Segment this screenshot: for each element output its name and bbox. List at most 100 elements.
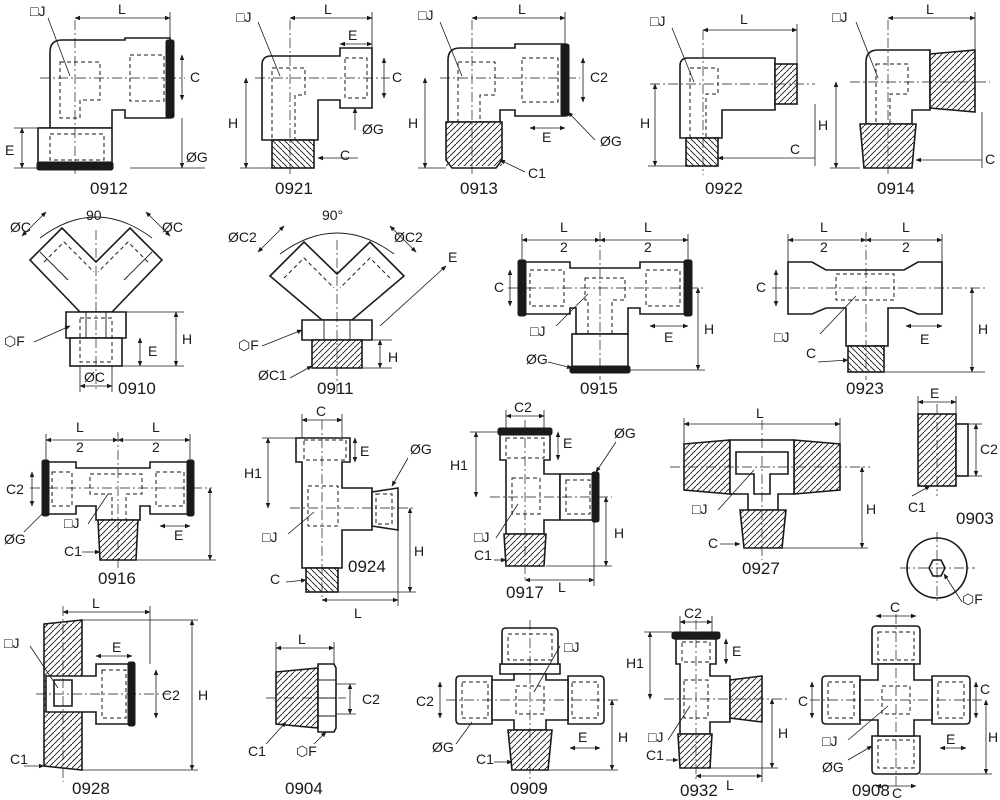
label-C2-0904: C2	[362, 691, 380, 707]
fitting-0904: L C2 C1 ⬡F 0904	[248, 631, 380, 798]
label-G-0916: ØG	[4, 531, 26, 547]
label-J-0916: □J	[64, 515, 79, 531]
fitting-0909: □J C2 E H ØG C1 0909	[416, 620, 628, 798]
label-L-0914: L	[926, 1, 934, 17]
fitting-0903: E C2 C1 0903 ⬡F	[900, 385, 998, 607]
fitting-0914: □J L H C 0914	[818, 1, 995, 198]
label-C2-0917: C2	[514, 399, 532, 415]
label-H-0909: H	[618, 729, 628, 745]
label-L-0915b: L	[644, 219, 652, 235]
label-L-0912: L	[118, 1, 126, 17]
label-F-0910: ⬡F	[4, 333, 25, 349]
fitting-0928: □J L E C2 H C1 0928	[4, 595, 208, 798]
label-E-0910: E	[148, 343, 157, 359]
label-C2-0909: C2	[416, 693, 434, 709]
label-C2-0928: C2	[162, 687, 180, 703]
label-C-0924b: C	[270, 571, 280, 587]
part-code-0910: 0910	[118, 379, 156, 398]
label-H1-0917: H1	[450, 457, 468, 473]
label-E-0913: E	[542, 129, 551, 145]
label-C1-0916: C1	[64, 543, 82, 559]
label-H-0915: H	[704, 321, 714, 337]
label-H-0913: H	[408, 115, 418, 131]
label-dC-0910a: ØC	[10, 219, 31, 235]
fitting-0922: □J L H C 0922	[640, 11, 816, 198]
label-L-0932: L	[726, 777, 734, 793]
label-H1-0924: H1	[244, 465, 262, 481]
label-dC1-0911: ØC1	[258, 367, 287, 383]
part-code-0917: 0917	[506, 583, 544, 602]
fitting-0908: C C C □J E H ØG C 0908	[798, 599, 998, 800]
label-G-0915: ØG	[526, 351, 548, 367]
label-dC-0910b: ØC	[162, 219, 183, 235]
label-J-0923: □J	[774, 329, 789, 345]
label-C-0908c: C	[980, 681, 990, 697]
label-H-0922: H	[640, 115, 650, 131]
label-L-0922: L	[740, 11, 748, 27]
label-G-0912: ØG	[186, 149, 208, 165]
label-F-0904: ⬡F	[296, 743, 317, 759]
label-angle-0910: 90	[86, 207, 102, 223]
label-L-0913: L	[518, 1, 526, 17]
label-H-0921: H	[228, 115, 238, 131]
label-E-0908: E	[946, 731, 955, 747]
label-H-0914: H	[818, 117, 828, 133]
label-J-0909: □J	[564, 639, 579, 655]
label-H-0923: H	[978, 321, 988, 337]
label-E-0921: E	[348, 27, 357, 43]
label-H-0911: H	[388, 349, 398, 365]
label-E-0917: E	[563, 435, 572, 451]
label-J-0915: □J	[530, 323, 545, 339]
label-C1-0903: C1	[908, 499, 926, 515]
label-E-0911: E	[448, 249, 457, 265]
label-C-0921b: C	[340, 147, 350, 163]
label-J-0921: □J	[236, 9, 251, 25]
label-L-0916b: L	[152, 419, 160, 435]
label-C-0912: C	[190, 69, 200, 85]
label-L-0915a: L	[560, 219, 568, 235]
label-E-0928: E	[112, 639, 121, 655]
part-code-0927: 0927	[742, 559, 780, 578]
part-code-0914: 0914	[877, 179, 915, 198]
label-G-0921: ØG	[362, 121, 384, 137]
label-L-0917: L	[558, 579, 566, 595]
label-C-0915: C	[494, 279, 504, 295]
label-G-0909: ØG	[432, 739, 454, 755]
label-H-0917: H	[614, 525, 624, 541]
part-code-0909: 0909	[510, 779, 548, 798]
fitting-0932: C2 E H1 □J H C1 L 0932	[626, 605, 790, 800]
label-E-0909: E	[578, 729, 587, 745]
label-G-0913: ØG	[600, 133, 622, 149]
label-J-0917: □J	[474, 529, 489, 545]
fitting-0916: L 2 L 2 C2 □J E ØG C1 0916	[4, 419, 216, 588]
part-code-0916: 0916	[98, 569, 136, 588]
fitting-0924: C E ØG H1 □J H C L 0924	[244, 403, 432, 621]
fitting-0915: L 2 L 2 C □J E H ØG 0915	[494, 219, 714, 398]
label-J-0928: □J	[4, 635, 19, 651]
label-C-0922: C	[790, 141, 800, 157]
label-E-0923: E	[920, 331, 929, 347]
label-L-0921: L	[324, 1, 332, 17]
label-E-0915: E	[664, 329, 673, 345]
part-code-0922: 0922	[705, 179, 743, 198]
part-code-0903: 0903	[956, 509, 994, 528]
label-L-0923a: L	[820, 219, 828, 235]
fitting-0917: C2 E ØG H1 □J H C1 L 0917	[450, 399, 636, 602]
label-C-0908d: C	[892, 785, 902, 800]
part-code-0912: 0912	[90, 179, 128, 198]
label-L-0923b: L	[902, 219, 910, 235]
fitting-0927: L □J H C 0927	[670, 405, 876, 578]
fitting-0912: □J L C E ØG 0912	[5, 1, 208, 198]
part-code-0928: 0928	[72, 779, 110, 798]
label-2-0915b: 2	[644, 239, 652, 255]
label-F-0903: ⬡F	[962, 591, 983, 607]
label-C1-0913: C1	[528, 165, 546, 181]
label-J-0924: □J	[262, 529, 277, 545]
label-C1-0917: C1	[474, 547, 492, 563]
label-L-0928: L	[92, 595, 100, 611]
label-H-0928: H	[198, 687, 208, 703]
part-code-0904: 0904	[285, 779, 323, 798]
label-H-0927: H	[866, 501, 876, 517]
part-code-0911: 0911	[317, 379, 354, 398]
